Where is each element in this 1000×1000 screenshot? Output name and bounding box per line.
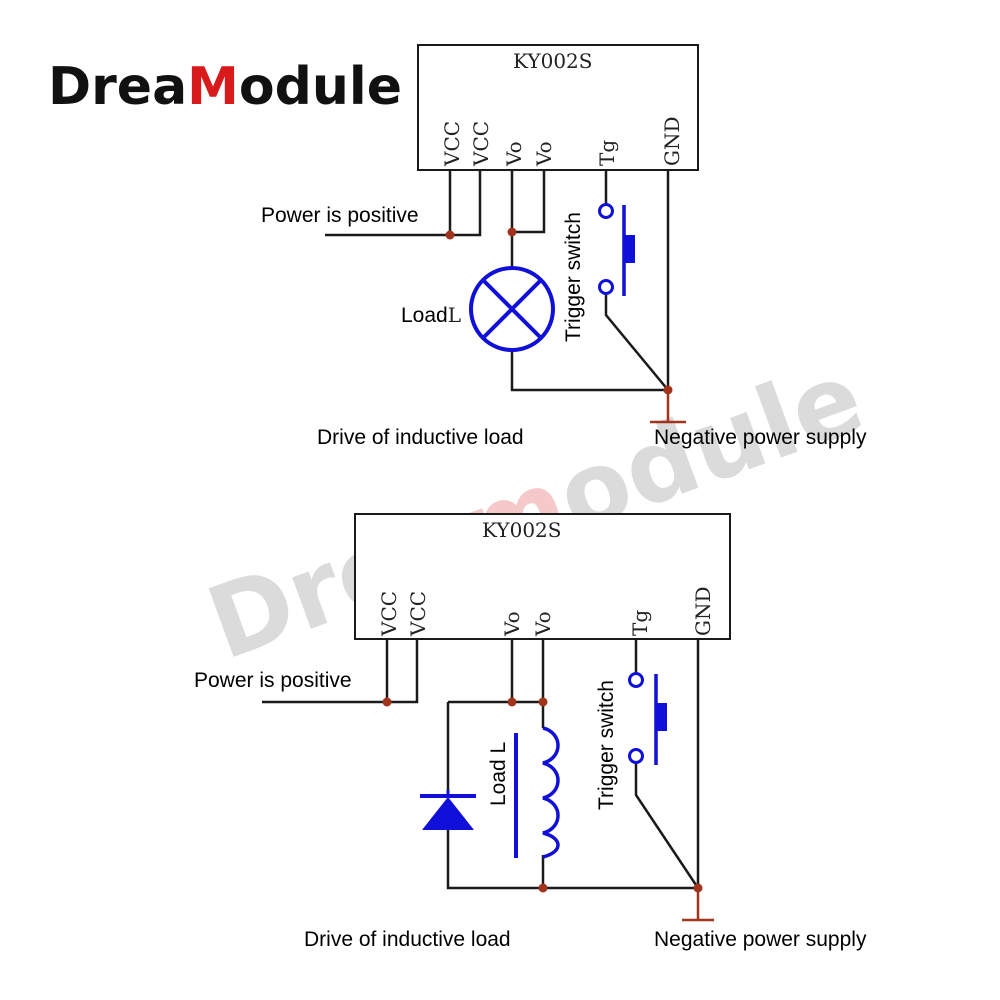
caption: Drive of inductive load [317, 426, 524, 449]
chip-module [417, 44, 699, 171]
pin-vcc-2: VCC [469, 121, 493, 167]
junction-dot [507, 697, 517, 707]
pin-vcc-2: VCC [406, 591, 430, 637]
pin-vo-2: Vo [532, 141, 556, 167]
pin-vcc-1: VCC [440, 121, 464, 167]
wires [262, 639, 700, 890]
junction-dot [445, 230, 455, 240]
trigger-switch-label: Trigger switch [595, 680, 618, 810]
pin-vo-1: Vo [500, 611, 524, 637]
brand-prefix: Drea [48, 57, 187, 117]
lamp-load-icon [469, 266, 555, 352]
pin-tg: Tg [595, 140, 619, 166]
trigger-switch-icon [598, 203, 635, 296]
caption: Drive of inductive load [304, 928, 511, 951]
junction-dot [382, 697, 392, 707]
ground-symbol [682, 888, 714, 922]
brand-highlight: M [187, 57, 239, 117]
load-designator: L [448, 303, 461, 327]
power-positive-label: Power is positive [261, 204, 419, 227]
pin-vcc-1: VCC [377, 591, 401, 637]
pin-tg: Tg [628, 610, 652, 636]
circuit-2: KY002S VCC VCC Vo Vo Tg GND [194, 513, 867, 951]
pin-gnd: GND [691, 586, 715, 636]
chip-name: KY002S [482, 518, 561, 542]
trigger-switch-label: Trigger switch [562, 212, 585, 342]
junction-dot [538, 697, 548, 707]
diode-icon [420, 790, 476, 830]
load-label: Load L [487, 742, 510, 806]
load-label-text: Load [401, 304, 448, 327]
circuit-1: KY002S VCC VCC Vo Vo Tg GND [261, 44, 867, 449]
brand-logo: DreaModule [48, 57, 402, 117]
negative-supply-label: Negative power supply [654, 928, 867, 951]
pin-gnd: GND [660, 116, 684, 166]
power-positive-label: Power is positive [194, 669, 352, 692]
junction-dot [538, 883, 548, 893]
negative-supply-label: Negative power supply [654, 426, 867, 449]
chip-name: KY002S [513, 49, 592, 73]
pin-vo-1: Vo [502, 141, 526, 167]
brand-suffix: odule [239, 57, 402, 117]
wires [325, 170, 670, 392]
load-label: LoadL [401, 303, 461, 327]
ground-symbol [650, 390, 686, 424]
chip-module [354, 513, 731, 640]
junction-dot [507, 227, 517, 237]
pin-vo-2: Vo [531, 611, 555, 637]
inductor-coil-icon [514, 726, 560, 859]
trigger-switch-icon [628, 672, 667, 765]
